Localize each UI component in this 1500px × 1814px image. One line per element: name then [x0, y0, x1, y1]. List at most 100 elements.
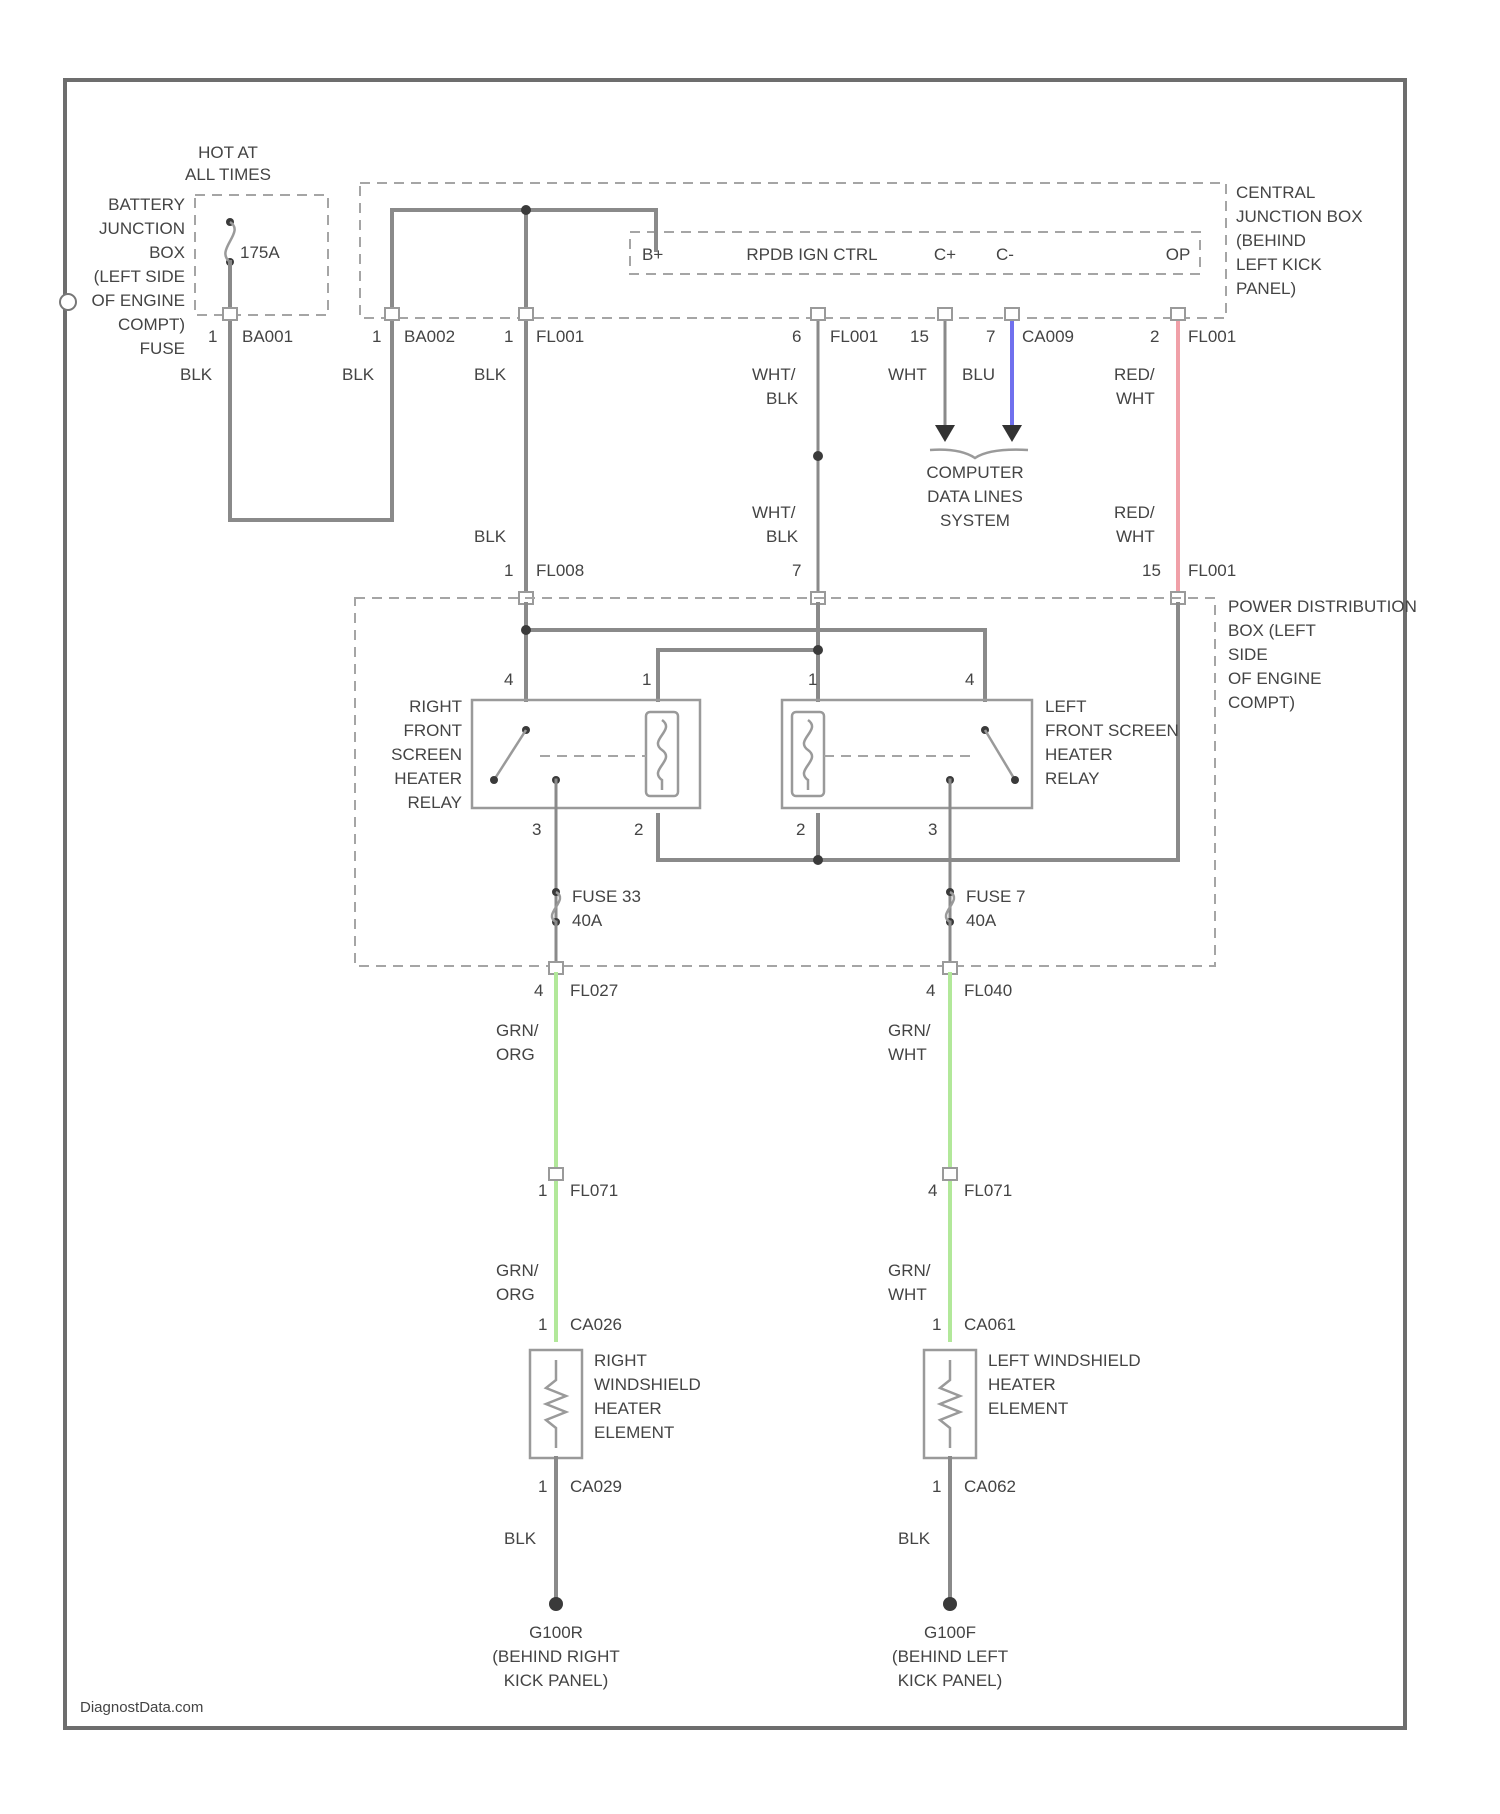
lb-elem-out-name: CA062: [964, 1477, 1016, 1496]
c5-pin: 7: [986, 327, 995, 346]
pdb-line3: SIDE: [1228, 645, 1268, 664]
bjb-connector: BA001: [242, 327, 293, 346]
fuse-33-rating: 40A: [572, 911, 603, 930]
right-branch: 4 FL027 GRN/ ORG 1 FL071 GRN/ ORG 1 CA02…: [492, 962, 700, 1690]
c5-name: CA009: [1022, 327, 1074, 346]
right-relay-name-5: RELAY: [408, 793, 463, 812]
rb-out-name: FL027: [570, 981, 618, 1000]
c9-pin: 15: [1142, 561, 1161, 580]
right-relay-pin-3: 3: [532, 820, 541, 839]
lb-wire1-b: WHT: [888, 1045, 927, 1064]
right-relay-name-1: RIGHT: [409, 697, 462, 716]
cjb-line4: LEFT KICK: [1236, 255, 1322, 274]
module-pin-cminus: C-: [996, 245, 1014, 264]
lb-mid-name: FL071: [964, 1181, 1012, 1200]
right-relay-pin-2: 2: [634, 820, 643, 839]
wire-blk-2: BLK: [342, 365, 375, 384]
wire-wht-blk-1a: WHT/: [752, 365, 796, 384]
rb-element-4: ELEMENT: [594, 1423, 674, 1442]
lb-mid-pin: 4: [928, 1181, 937, 1200]
c7-pin: 1: [504, 561, 513, 580]
battery-terminal-icon: [60, 294, 76, 310]
right-relay-name-4: HEATER: [394, 769, 462, 788]
left-relay-pin-3: 3: [928, 820, 937, 839]
data-lines-1: COMPUTER: [926, 463, 1023, 482]
watermark: DiagnostData.com: [80, 1699, 203, 1716]
wires-top: [230, 205, 1178, 630]
rb-ground-loc-1: (BEHIND RIGHT: [492, 1647, 620, 1666]
right-relay-name-3: SCREEN: [391, 745, 462, 764]
c9-name: FL001: [1188, 561, 1236, 580]
c1-name: BA002: [404, 327, 455, 346]
fuse-7-rating: 40A: [966, 911, 997, 930]
lb-out-name: FL040: [964, 981, 1012, 1000]
left-relay-name-3: HEATER: [1045, 745, 1113, 764]
rb-ground-id: G100R: [529, 1623, 583, 1642]
right-relay-name-2: FRONT: [403, 721, 462, 740]
c3-name: FL001: [830, 327, 878, 346]
wire-red-wht-2b: WHT: [1116, 527, 1155, 546]
battery-box-line6: COMPT): [118, 315, 185, 334]
rb-element-2: WINDSHIELD: [594, 1375, 701, 1394]
hot-at-all-times-line2: ALL TIMES: [185, 165, 271, 184]
module-name: RPDB IGN CTRL: [746, 245, 877, 264]
wire-red-wht-2a: RED/: [1114, 503, 1155, 522]
c6-name: FL001: [1188, 327, 1236, 346]
rb-elem-in-name: CA026: [570, 1315, 622, 1334]
left-branch: 4 FL040 GRN/ WHT 4 FL071 GRN/ WHT 1 CA06…: [888, 962, 1141, 1690]
battery-box-line5: OF ENGINE: [91, 291, 185, 310]
pdb-line2: BOX (LEFT: [1228, 621, 1316, 640]
left-relay-pin-1: 1: [808, 670, 817, 689]
fuse-175a-icon: [225, 218, 234, 266]
bjb-pin: 1: [208, 327, 217, 346]
c4-pin: 15: [910, 327, 929, 346]
lb-wire-blk: BLK: [898, 1529, 931, 1548]
lb-wire1-a: GRN/: [888, 1021, 931, 1040]
wire-red-wht-1a: RED/: [1114, 365, 1155, 384]
battery-box-line3: BOX: [149, 243, 185, 262]
lb-wire2-b: WHT: [888, 1285, 927, 1304]
right-relay-pin-4: 4: [504, 670, 513, 689]
rb-wire2-b: ORG: [496, 1285, 535, 1304]
c3-pin: 6: [792, 327, 801, 346]
left-ground-icon: [943, 1597, 957, 1611]
left-relay-pin-4: 4: [965, 670, 974, 689]
rb-elem-in-pin: 1: [538, 1315, 547, 1334]
cjb-line2: JUNCTION BOX: [1236, 207, 1363, 226]
c8-pin: 7: [792, 561, 801, 580]
lb-elem-in-name: CA061: [964, 1315, 1016, 1334]
rb-elem-out-name: CA029: [570, 1477, 622, 1496]
left-relay-pin-2: 2: [796, 820, 805, 839]
module-pin-cplus: C+: [934, 245, 956, 264]
battery-box-line2: JUNCTION: [99, 219, 185, 238]
c2-name: FL001: [536, 327, 584, 346]
left-relay-name-1: LEFT: [1045, 697, 1087, 716]
battery-box-line1: BATTERY: [108, 195, 185, 214]
rb-wire1-a: GRN/: [496, 1021, 539, 1040]
rb-mid-pin: 1: [538, 1181, 547, 1200]
wire-blk-4: BLK: [474, 527, 507, 546]
fuse-33-name: FUSE 33: [572, 887, 641, 906]
right-heater-resistor-icon: [546, 1360, 566, 1448]
wire-wht: WHT: [888, 365, 927, 384]
left-relay-name-2: FRONT SCREEN: [1045, 721, 1179, 740]
lb-elem-in-pin: 1: [932, 1315, 941, 1334]
lb-element-3: ELEMENT: [988, 1399, 1068, 1418]
cjb-line5: PANEL): [1236, 279, 1296, 298]
hot-at-all-times-line1: HOT AT: [198, 143, 258, 162]
lb-elem-out-pin: 1: [932, 1477, 941, 1496]
fuse-rating: 175A: [240, 243, 280, 262]
module-pin-op: OP: [1166, 245, 1191, 264]
battery-box-line4: (LEFT SIDE: [94, 267, 185, 286]
fuse-7-icon: [946, 888, 954, 926]
cjb-line1: CENTRAL: [1236, 183, 1315, 202]
fuse-7-name: FUSE 7: [966, 887, 1026, 906]
pdb-line1: POWER DISTRIBUTION: [1228, 597, 1417, 616]
top-connector-labels: 1 BA002 1 FL001 6 FL001 15 7 CA009 2 FL0…: [372, 327, 1236, 346]
c6-pin: 2: [1150, 327, 1159, 346]
rb-ground-loc-2: KICK PANEL): [504, 1671, 609, 1690]
wire-blk-3: BLK: [474, 365, 507, 384]
pdb-line5: COMPT): [1228, 693, 1295, 712]
lb-ground-loc-1: (BEHIND LEFT: [892, 1647, 1008, 1666]
wire-blu: BLU: [962, 365, 995, 384]
